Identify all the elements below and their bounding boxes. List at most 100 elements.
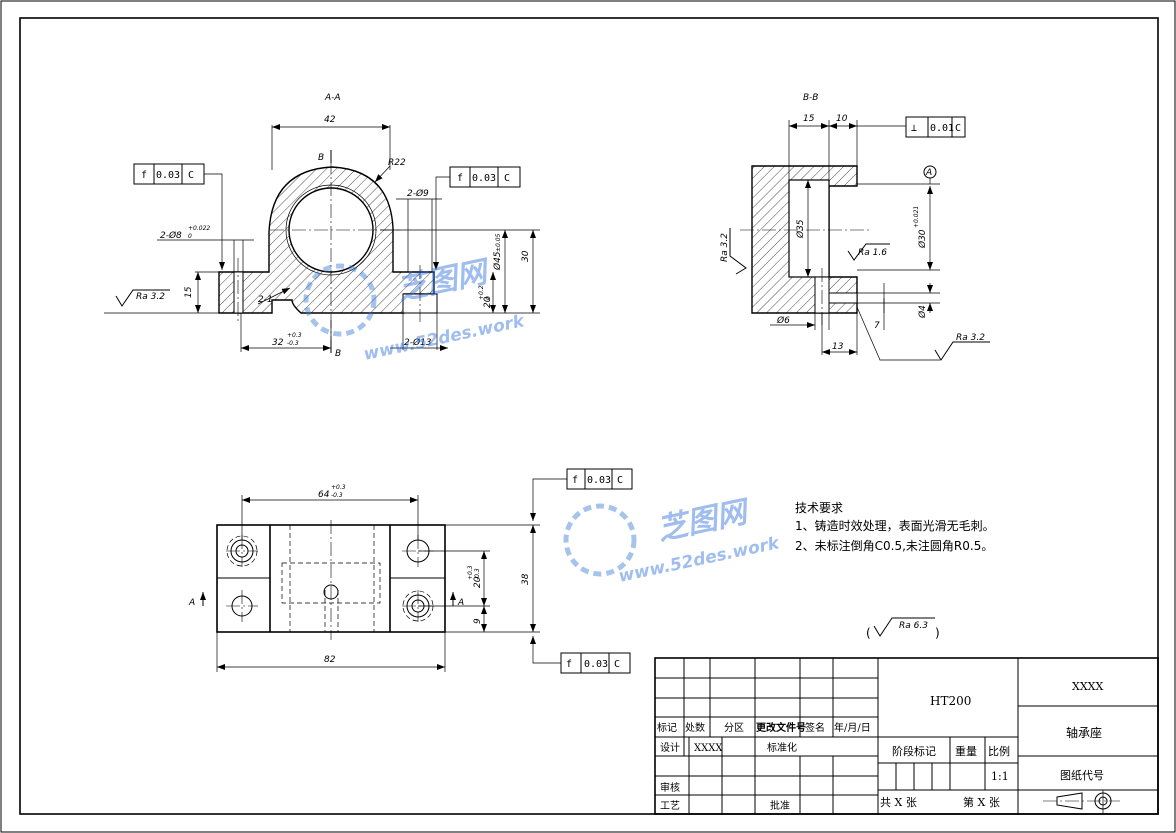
svg-text:+0.3: +0.3 bbox=[331, 484, 346, 491]
dim-7: 7 bbox=[874, 321, 880, 331]
svg-text:C: C bbox=[617, 475, 623, 486]
svg-text:±0.05: ±0.05 bbox=[495, 233, 502, 252]
dim-d6: Ø6 bbox=[776, 315, 790, 326]
svg-text:0.03: 0.03 bbox=[156, 170, 180, 181]
dim-d4: Ø4 bbox=[917, 305, 928, 319]
svg-text:共 X 张: 共 X 张 bbox=[880, 796, 917, 809]
fcf-perpendicularity: ⊥ 0.01 C bbox=[905, 116, 966, 138]
dim-d30: Ø30 bbox=[917, 229, 928, 249]
svg-text:C: C bbox=[188, 170, 194, 181]
svg-text:f: f bbox=[141, 170, 147, 181]
section-view-aa: A-A B B 42 R22 f 0.03 bbox=[104, 93, 540, 359]
general-roughness: ( Ra 6.3 ) bbox=[866, 617, 940, 640]
top-view: 64 +0.3 -0.3 82 A A 20 +0.3 -0.3 9 38 bbox=[188, 468, 633, 674]
section-mark-b-bottom: B bbox=[335, 349, 341, 359]
svg-text:C: C bbox=[614, 659, 620, 670]
svg-text:C: C bbox=[504, 173, 510, 184]
fcf-runout-2: f 0.03 C bbox=[449, 166, 521, 188]
dim-15: 15 bbox=[184, 286, 194, 298]
dim-2-d13: 2-Ø13 bbox=[404, 337, 432, 348]
notes-line-1: 1、铸造时效处理，表面光滑无毛刺。 bbox=[795, 518, 995, 533]
projection-symbol-icon bbox=[1043, 790, 1120, 813]
svg-text:+0.3: +0.3 bbox=[467, 565, 474, 580]
title-block: 标记 处数 分区 更改文件号 签名 年/月/日 设计 XXXX 标准化 审核 工… bbox=[654, 657, 1159, 815]
fcf-runout-3: f 0.03 C bbox=[566, 468, 633, 490]
dim-38: 38 bbox=[521, 573, 531, 585]
dim-chamfer: 2-1 bbox=[258, 295, 273, 305]
ra-16: Ra 1.6 bbox=[858, 248, 887, 258]
datum-a-bb: A bbox=[925, 168, 932, 178]
scale-value: 1:1 bbox=[991, 770, 1009, 783]
dim-20: 20 bbox=[483, 296, 493, 308]
svg-text:f: f bbox=[566, 659, 572, 670]
dim-2-d8: 2-Ø8 bbox=[160, 230, 182, 241]
dim-d45: Ø45 bbox=[492, 251, 503, 271]
svg-text:0.01: 0.01 bbox=[930, 123, 954, 134]
fcf-runout-1: f 0.03 C bbox=[133, 163, 205, 185]
svg-text:f: f bbox=[457, 173, 463, 184]
svg-text:f: f bbox=[572, 475, 578, 486]
section-mark-a-right: A bbox=[457, 598, 464, 608]
svg-text:): ) bbox=[935, 626, 940, 640]
fcf-runout-4: f 0.03 C bbox=[560, 652, 631, 674]
section-view-bb: B-B 15 10 ⊥ 0.01 C A Ø35 bbox=[720, 93, 990, 361]
dim-r22: R22 bbox=[388, 158, 406, 168]
svg-text:年/月/日: 年/月/日 bbox=[834, 721, 871, 734]
svg-text:www.52des.work: www.52des.work bbox=[617, 533, 783, 587]
dim-20-top: 20 bbox=[473, 576, 483, 588]
svg-text:标准化: 标准化 bbox=[767, 741, 797, 754]
section-mark-b-top: B bbox=[318, 153, 324, 163]
view-label-bb: B-B bbox=[803, 93, 818, 103]
svg-text:比例: 比例 bbox=[988, 744, 1010, 758]
svg-text:标记: 标记 bbox=[657, 722, 677, 734]
dim-bb-15: 15 bbox=[803, 114, 815, 124]
technical-requirements: 技术要求 1、铸造时效处理，表面光滑无毛刺。 2、未标注倒角C0.5,未注圆角R… bbox=[795, 501, 995, 553]
notes-line-2: 2、未标注倒角C0.5,未注圆角R0.5。 bbox=[795, 538, 993, 553]
svg-text:+0.3: +0.3 bbox=[287, 332, 302, 339]
svg-text:(: ( bbox=[866, 626, 871, 640]
ra-bb-bottom: Ra 3.2 bbox=[956, 333, 985, 343]
svg-text:工艺: 工艺 bbox=[660, 800, 680, 812]
svg-text:-0.3: -0.3 bbox=[287, 340, 299, 347]
dim-13: 13 bbox=[832, 342, 844, 352]
dim-9: 9 bbox=[473, 618, 483, 624]
svg-text:-0.3: -0.3 bbox=[474, 568, 481, 580]
svg-text:XXXX: XXXX bbox=[694, 743, 723, 754]
svg-text:分区: 分区 bbox=[724, 722, 744, 734]
view-label-aa: A-A bbox=[324, 93, 341, 103]
svg-text:www.52des.work: www.52des.work bbox=[362, 311, 528, 365]
svg-text:+0.2: +0.2 bbox=[478, 285, 485, 300]
part-name: 轴承座 bbox=[1066, 725, 1102, 740]
svg-text:-0.3: -0.3 bbox=[331, 492, 343, 499]
svg-text:0: 0 bbox=[188, 233, 192, 240]
svg-text:设计: 设计 bbox=[660, 741, 680, 754]
svg-text:第 X 张: 第 X 张 bbox=[963, 795, 1000, 809]
svg-text:阶段标记: 阶段标记 bbox=[892, 744, 936, 758]
general-ra: Ra 6.3 bbox=[899, 621, 928, 631]
section-mark-a-left: A bbox=[188, 598, 195, 608]
svg-text:芝图网: 芝图网 bbox=[654, 494, 753, 548]
dim-64: 64 bbox=[318, 490, 330, 500]
svg-text:0: 0 bbox=[485, 296, 492, 300]
material: HT200 bbox=[930, 694, 971, 708]
svg-text:处数: 处数 bbox=[685, 721, 705, 734]
svg-text:签名: 签名 bbox=[805, 721, 825, 734]
svg-text:C: C bbox=[955, 123, 961, 134]
svg-text:0.03: 0.03 bbox=[584, 659, 608, 670]
dim-32: 32 bbox=[272, 338, 284, 348]
ra-aa: Ra 3.2 bbox=[136, 292, 165, 302]
svg-text:审核: 审核 bbox=[660, 781, 680, 794]
dim-42: 42 bbox=[324, 115, 336, 125]
drawing-code: 图纸代号 bbox=[1060, 769, 1104, 782]
dim-d35: Ø35 bbox=[795, 219, 806, 239]
dim-82: 82 bbox=[324, 655, 336, 665]
svg-text:+0.022: +0.022 bbox=[188, 225, 210, 232]
svg-text:更改文件号: 更改文件号 bbox=[756, 721, 806, 734]
svg-text:批准: 批准 bbox=[770, 799, 790, 812]
svg-text:重量: 重量 bbox=[955, 744, 977, 758]
company: XXXX bbox=[1072, 680, 1103, 693]
svg-text:+0.021: +0.021 bbox=[913, 206, 920, 228]
dim-2-d9: 2-Ø9 bbox=[407, 188, 429, 199]
ra-bb-left: Ra 3.2 bbox=[720, 233, 730, 262]
